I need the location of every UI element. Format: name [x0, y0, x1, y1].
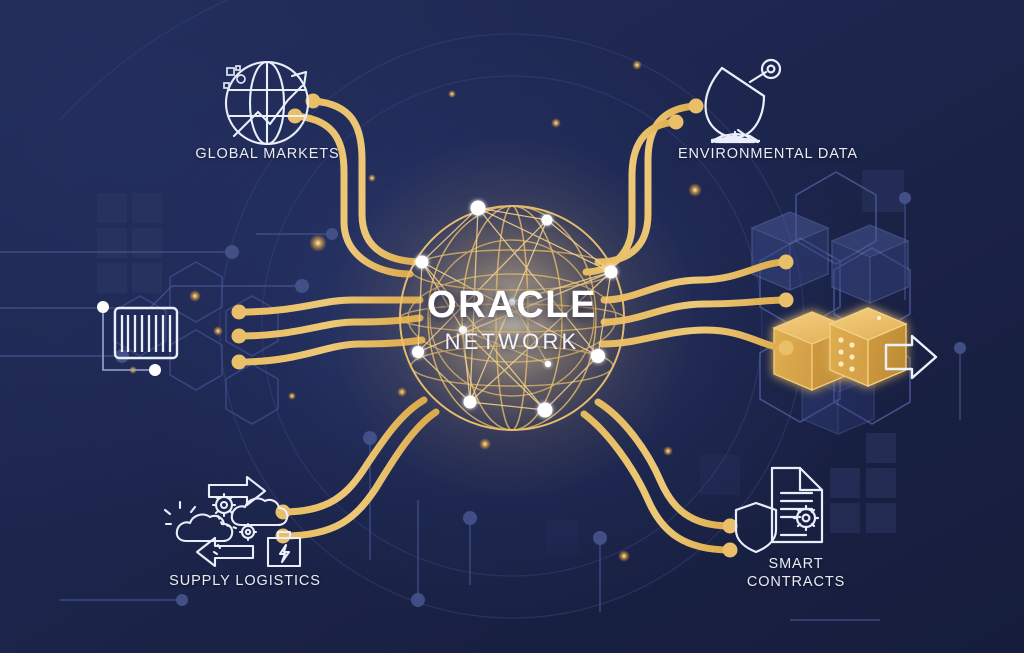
barcode-container-icon: [97, 301, 179, 376]
contract-shield-icon: [734, 466, 824, 554]
page-title: ORACLE: [426, 284, 598, 326]
label-environmental-data[interactable]: ENVIRONMENTAL DATA: [677, 146, 858, 162]
globe-trend-icon: [224, 60, 310, 146]
decor-squares-scattered: [330, 170, 904, 554]
satellite-dish-icon: [704, 58, 782, 144]
gold-cube-left: [772, 311, 852, 391]
decor-circuit-nodes: [115, 192, 966, 607]
globe-trend-icon-sparkles: [223, 65, 246, 89]
oracle-network-title-block: ORACLE NETWORK: [0, 286, 1024, 353]
barcode-bars: [120, 315, 172, 352]
ghost-cube-top: [750, 211, 830, 291]
decor-arcs: [59, 0, 805, 619]
satellite-dish-base: [710, 132, 760, 144]
gold-connector-cables: [235, 97, 790, 554]
blockchain-hex-cluster: [759, 171, 911, 425]
decor-square-grid-right: [830, 433, 896, 533]
satellite-dish-stand: [711, 132, 760, 143]
decor-hexagons: [113, 261, 279, 425]
cloud-logistics-icon: [163, 475, 302, 568]
label-smart-contracts[interactable]: SMART CONTRACTS: [746, 556, 846, 591]
ghost-cube-mid-right: [830, 224, 910, 304]
oracle-network-sphere: [327, 133, 697, 503]
decor-particles: [129, 60, 702, 562]
ghost-cube-lower: [801, 362, 875, 435]
dice-pips: [838, 337, 855, 372]
sphere-nodes: [412, 200, 618, 418]
arrow-right-icon: [884, 334, 938, 380]
decor-square-grid-left: [97, 193, 162, 293]
label-supply-logistics[interactable]: SUPPLY LOGISTICS: [169, 573, 321, 589]
page-subtitle: NETWORK: [444, 329, 580, 354]
gold-cube-dice: [828, 307, 908, 387]
label-global-markets[interactable]: GLOBAL MARKETS: [195, 146, 340, 162]
